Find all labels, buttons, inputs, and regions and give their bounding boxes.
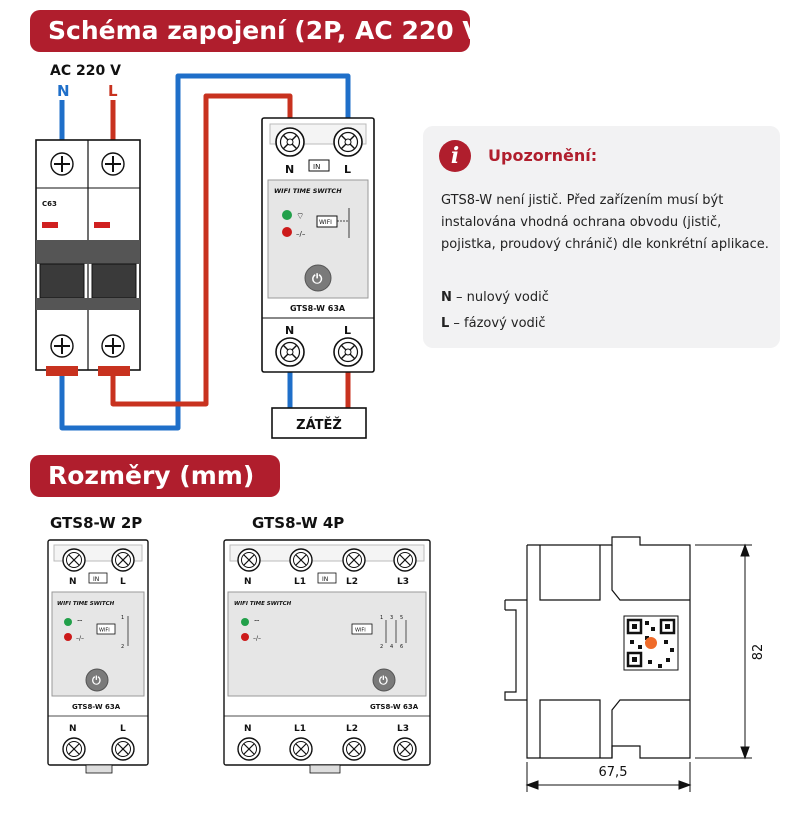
2p-switch-num-2: 2 <box>121 644 124 650</box>
2p-wifi-icon: ⌔ <box>76 618 84 627</box>
qr-code <box>623 615 679 671</box>
device-terminal-l-bottom: L <box>344 324 351 337</box>
2p-terminal-top-2: L <box>120 577 126 587</box>
neutral-wire <box>59 73 351 431</box>
4p-terminal-bottom-3: L2 <box>346 724 358 734</box>
4p-switch-num-6: 6 <box>400 644 403 650</box>
height-dimension <box>695 543 752 760</box>
load-box: ZÁTĚŽ <box>271 407 367 439</box>
notice-body: GTS8-W není jistič. Před zařízením musí … <box>441 193 769 252</box>
model-4p-heading: GTS8-W 4P <box>252 514 345 532</box>
2p-wifi-label: WIFI <box>99 628 110 634</box>
width-value: 67,5 <box>599 765 628 780</box>
wifi-icon: ⌔ <box>296 212 304 222</box>
circuit-breaker: C63 <box>35 139 141 376</box>
wifi-switch-device: N L IN WIFI TIME SWITCH ⌔ –/– WIFI ⏻ GTS… <box>261 117 375 373</box>
4p-switch-num-3: 3 <box>390 615 393 621</box>
device-terminal-l-top: L <box>344 163 351 176</box>
4p-terminal-bottom-2: L1 <box>294 724 306 734</box>
device-terminal-n-bottom: N <box>285 324 294 337</box>
2p-terminal-bottom-2: L <box>120 724 126 734</box>
4p-model-label: GTS8-W 63A <box>370 703 419 711</box>
breaker-rating: C63 <box>42 200 57 208</box>
4p-terminal-top-1: N <box>244 577 252 587</box>
height-value: 82 <box>751 644 766 661</box>
wiring-diagram-title: Schéma zapojení (2P, AC 220 V) <box>30 10 493 52</box>
4p-in-label: IN <box>322 576 328 583</box>
device-in-label: IN <box>313 163 320 171</box>
side-profile-drawing <box>504 536 691 759</box>
notice-definition-l: L – fázový vodič <box>441 316 546 331</box>
width-dimension <box>525 762 692 792</box>
4p-wifi-icon: ⌔ <box>253 618 261 627</box>
2p-off-symbol: –/– <box>76 635 84 642</box>
device-off-symbol: –/– <box>296 230 306 238</box>
device-2p-drawing: N L IN WIFI TIME SWITCH ⌔ –/– WIFI 1 2 ⏻… <box>47 539 149 774</box>
supply-label: AC 220 V <box>50 63 121 79</box>
device-4p-drawing: N L1 L2 L3 IN WIFI TIME SWITCH ⌔ –/– WIF… <box>223 539 431 774</box>
4p-power-icon: ⏻ <box>379 674 388 687</box>
2p-terminal-bottom-1: N <box>69 724 77 734</box>
load-label: ZÁTĚŽ <box>296 417 342 433</box>
power-icon: ⏻ <box>312 272 323 287</box>
info-icon: i <box>439 140 471 172</box>
4p-terminal-bottom-1: N <box>244 724 252 734</box>
notice-title: Upozornění: <box>488 146 598 165</box>
4p-switch-num-2: 2 <box>380 644 383 650</box>
2p-power-icon: ⏻ <box>92 674 101 687</box>
4p-wifi-label: WIFI <box>355 628 366 634</box>
notice-definition-n: N – nulový vodič <box>441 290 549 305</box>
4p-switch-num-5: 5 <box>400 615 403 621</box>
device-terminal-n-top: N <box>285 163 294 176</box>
line-wire <box>110 93 351 408</box>
2p-model-label: GTS8-W 63A <box>72 703 121 711</box>
model-2p-heading: GTS8-W 2P <box>50 514 143 532</box>
2p-in-label: IN <box>93 576 99 583</box>
4p-terminal-top-4: L3 <box>397 577 409 587</box>
dimensions-title: Rozměry (mm) <box>30 455 280 497</box>
notice-def-n-text: – nulový vodič <box>451 290 549 305</box>
device-panel-title: WIFI TIME SWITCH <box>274 187 342 195</box>
notice-def-n-key: N <box>441 290 452 305</box>
notice-def-l-text: – fázový vodič <box>449 316 546 331</box>
2p-terminal-top-1: N <box>69 577 77 587</box>
4p-switch-num-1: 1 <box>380 615 383 621</box>
2p-panel-title: WIFI TIME SWITCH <box>57 601 115 607</box>
notice-box: i Upozornění: GTS8-W není jistič. Před z… <box>423 126 780 348</box>
4p-panel-title: WIFI TIME SWITCH <box>234 601 292 607</box>
device-wifi-label: WIFI <box>319 219 332 226</box>
4p-switch-num-4: 4 <box>390 644 393 650</box>
2p-switch-num-1: 1 <box>121 615 124 621</box>
4p-off-symbol: –/– <box>253 635 261 642</box>
4p-terminal-top-3: L2 <box>346 577 358 587</box>
4p-terminal-bottom-4: L3 <box>397 724 409 734</box>
device-model: GTS8-W 63A <box>290 304 346 313</box>
notice-def-l-key: L <box>441 316 450 331</box>
4p-terminal-top-2: L1 <box>294 577 306 587</box>
line-label: L <box>108 82 118 100</box>
neutral-label: N <box>57 82 70 100</box>
